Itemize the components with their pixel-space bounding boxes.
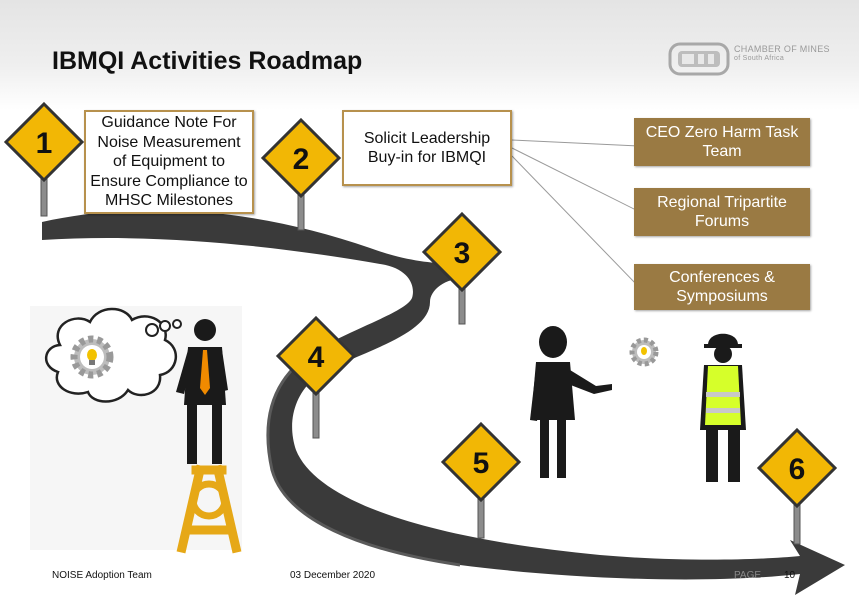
milestone-sign-3 <box>421 211 503 293</box>
milestone-sign-4 <box>275 315 357 397</box>
page-title: IBMQI Activities Roadmap <box>52 47 363 75</box>
connector-line-1 <box>511 139 639 147</box>
connector-line-2 <box>511 147 639 212</box>
idea-gear-icon-small <box>629 337 659 367</box>
milestone-number-1: 1 <box>36 127 53 160</box>
person-safety-vest-icon <box>700 333 746 482</box>
person-tie-icon <box>176 319 228 464</box>
chamber-logo-icon <box>668 42 730 76</box>
milestone-number-3: 3 <box>454 237 471 270</box>
milestone-sign-5 <box>440 421 522 503</box>
connector-line-3 <box>511 155 639 287</box>
milestone-sign-2 <box>260 117 342 199</box>
road-shade <box>266 360 461 567</box>
logo-line2: of South Africa <box>734 55 785 62</box>
engagement-regional-tripartite: Regional Tripartite Forums <box>634 188 810 236</box>
footer-page-number: 10 <box>784 570 796 581</box>
milestone-2-description: Solicit Leadership Buy-in for IBMQI <box>342 110 512 186</box>
milestone-sign-6 <box>756 427 838 509</box>
footer-page-label: PAGE <box>734 570 762 581</box>
milestone-number-4: 4 <box>308 341 325 374</box>
milestone-number-2: 2 <box>293 143 310 176</box>
headframe-icon <box>176 464 242 554</box>
milestone-sign-1 <box>3 101 85 183</box>
logo-text: CHAMBER OF MINES of South Africa <box>734 44 830 64</box>
milestone-number-6: 6 <box>789 453 806 486</box>
engagement-conferences: Conferences & Symposiums <box>634 264 810 310</box>
idea-gear-icon <box>70 335 114 379</box>
person-woman-icon <box>530 326 612 478</box>
logo-line1: CHAMBER OF MINES <box>734 44 830 54</box>
footer-team: NOISE Adoption Team <box>52 570 152 581</box>
engagement-ceo-zero-harm: CEO Zero Harm Task Team <box>634 118 810 166</box>
sign-pole-4 <box>312 391 320 439</box>
milestone-number-5: 5 <box>473 447 490 480</box>
milestone-1-description: Guidance Note For Noise Measurement of E… <box>84 110 254 214</box>
footer-date: 03 December 2020 <box>290 570 376 581</box>
